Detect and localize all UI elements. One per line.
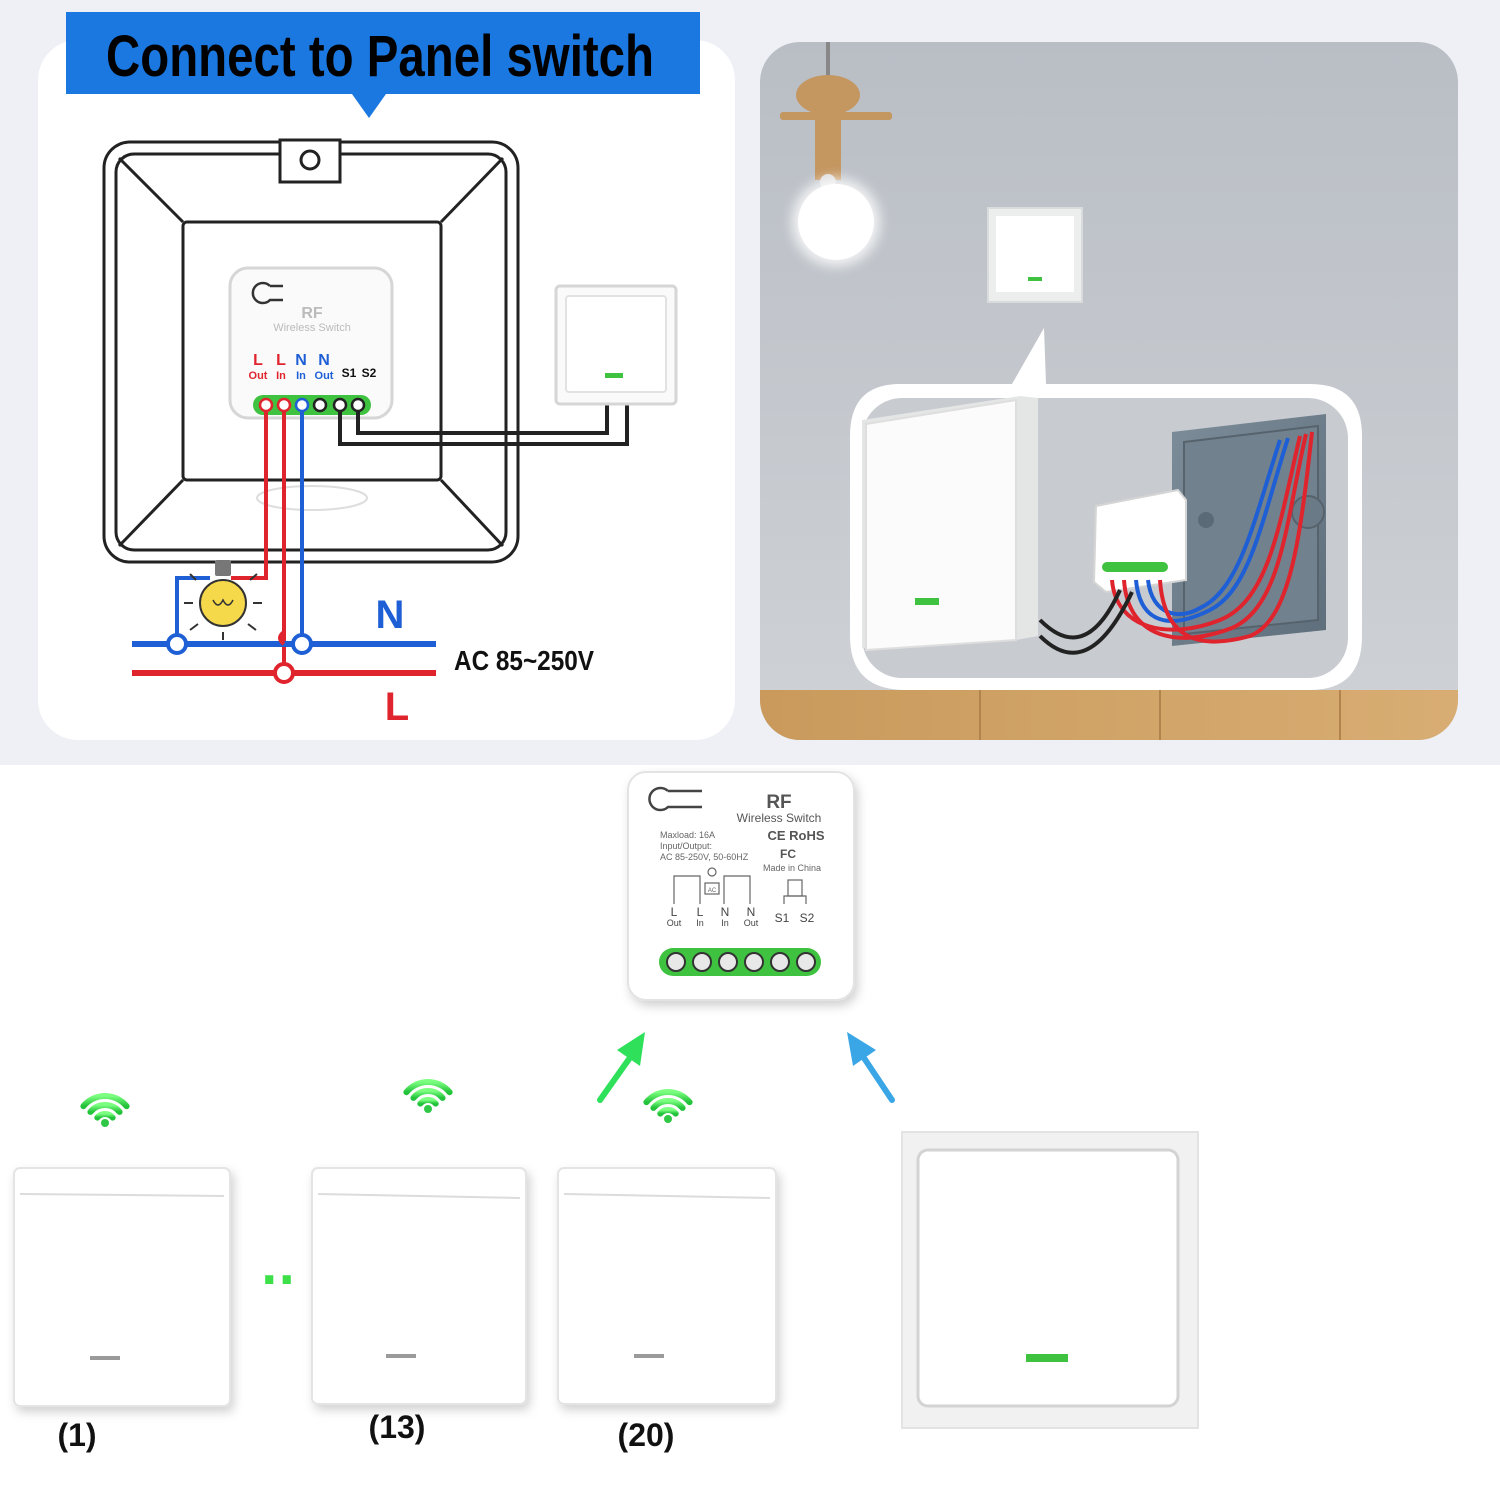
module-large-logo-icon — [648, 786, 702, 812]
mounting-tab — [278, 138, 342, 184]
origin-text: Made in China — [763, 863, 821, 873]
remote-switch-13 — [311, 1167, 527, 1405]
wall-switch — [987, 207, 1083, 303]
ellipsis: .. — [261, 1241, 296, 1295]
module-large-name: Wireless Switch — [737, 811, 822, 825]
wire-crossover — [278, 630, 286, 646]
mains-wires — [175, 411, 304, 670]
terminal-sub-n-out: Out — [315, 370, 334, 382]
bulb-icon — [184, 560, 262, 640]
terminal-label-s1: S1 — [342, 366, 357, 380]
neutral-label: N — [376, 593, 405, 637]
spec-line-2: Input/Output: — [660, 841, 712, 851]
s-wires — [338, 400, 629, 446]
terminal-label-n-in: N — [295, 352, 307, 369]
terminal-label-l-in: L — [276, 352, 286, 369]
panel-switch-diagram — [554, 284, 678, 406]
remote-switch-20 — [557, 1167, 777, 1405]
module-logo-icon — [251, 281, 283, 305]
title-banner: Connect to Panel switch — [66, 12, 700, 118]
pendant-lamp-icon — [780, 42, 892, 266]
large-terminal-n-in: N — [721, 905, 730, 919]
remote-switch-1 — [13, 1167, 231, 1407]
large-terminal-sub-n-in: In — [721, 918, 729, 928]
large-terminal-sub-n-out: Out — [744, 918, 759, 928]
wifi-group — [80, 1079, 693, 1127]
removed-switch-plate — [862, 396, 1038, 652]
wifi-icon — [403, 1079, 453, 1113]
large-terminal-l-in: L — [697, 905, 704, 919]
wifi-icon — [643, 1089, 693, 1123]
wifi-icon — [80, 1093, 130, 1127]
module-small-brand: RF — [301, 305, 323, 322]
indicator-led — [605, 373, 623, 378]
large-terminal-s1: S1 — [775, 911, 790, 925]
voltage-label: AC 85~250V — [454, 645, 594, 676]
module-small-name: Wireless Switch — [273, 322, 351, 334]
terminal-sub-l-in: In — [276, 370, 286, 382]
remote-label-1: (1) — [57, 1417, 96, 1453]
large-terminal-sub-l-in: In — [696, 918, 704, 928]
terminal-sub-l-out: Out — [249, 370, 268, 382]
spec-line-3: AC 85-250V, 50-60HZ — [660, 852, 749, 862]
terminal-label-n-out: N — [318, 352, 330, 369]
circuit-schematic — [673, 867, 807, 904]
fc-mark: FC — [780, 847, 796, 861]
line-live — [132, 662, 436, 684]
large-terminal-n-out: N — [747, 905, 756, 919]
terminal-label-l-out: L — [253, 352, 263, 369]
remote-label-13: (13) — [369, 1409, 426, 1445]
cert-marks: CE RoHS — [767, 828, 824, 843]
large-terminal-l-out: L — [671, 905, 678, 919]
line-label: L — [385, 685, 409, 729]
terminal-sub-n-in: In — [296, 370, 306, 382]
box-hole — [256, 485, 368, 511]
module-in-box — [1092, 488, 1187, 594]
spec-line-1: Maxload: 16A — [660, 830, 715, 840]
terminal-label-s2: S2 — [362, 366, 377, 380]
arrow-blue-icon — [847, 1032, 895, 1103]
ac-mark: AC — [708, 888, 717, 894]
large-terminal-sub-l-out: Out — [667, 918, 682, 928]
remote-label-20: (20) — [618, 1417, 675, 1453]
large-panel-switch — [901, 1131, 1199, 1429]
module-large-brand: RF — [766, 792, 791, 813]
installation-wires — [1038, 431, 1314, 655]
large-terminal-screws — [666, 952, 816, 972]
arrow-green-icon — [597, 1032, 645, 1103]
banner-title: Connect to Panel switch — [106, 24, 654, 89]
installation-photo — [760, 0, 1500, 765]
large-terminal-s2: S2 — [800, 911, 815, 925]
module-large: RF Wireless Switch Maxload: 16A Input/Ou… — [627, 771, 855, 1001]
module-small: RF Wireless Switch L Out L In N In N Out… — [228, 266, 394, 420]
